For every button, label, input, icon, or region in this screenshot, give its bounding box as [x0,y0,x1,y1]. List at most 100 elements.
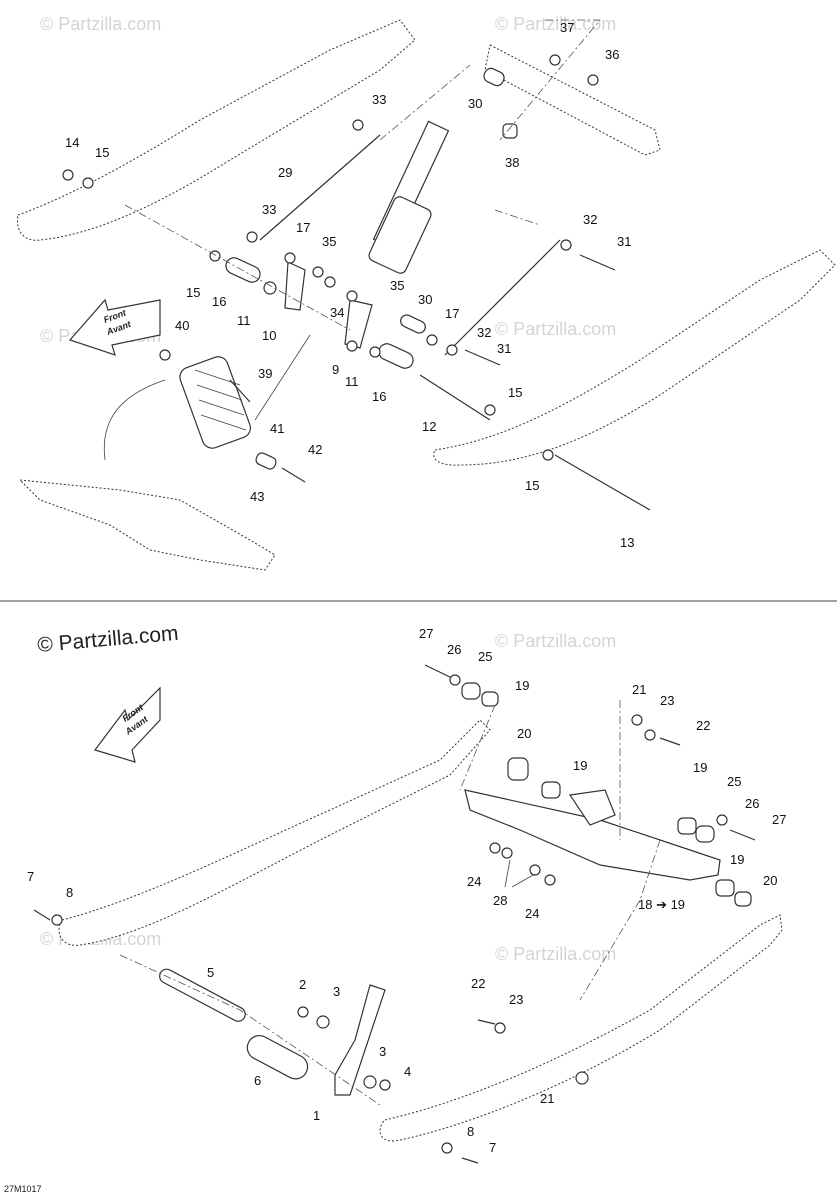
shaft-12 [419,374,491,421]
callout: 21 [632,682,646,697]
bolt-39 [229,379,251,403]
callout: 14 [65,135,79,150]
bottom-assembly: © Partzilla.com © Partzilla.com © Partzi… [33,622,783,1164]
callout: 27 [419,626,433,641]
callout: 18 ➔ 19 [638,897,685,912]
callout: 7 [27,869,34,884]
assembly-line-top-2 [379,64,471,141]
bracket-1 [334,984,386,1096]
fasteners-top [62,54,599,461]
bolt-27-a [424,664,453,679]
rear-shock-spring [179,356,251,449]
callout: 20 [517,726,531,741]
watermark-top-mid-right: © Partzilla.com [495,319,616,339]
callout: 31 [617,234,631,249]
callout: 22 [471,976,485,991]
bushing-19-d [715,879,735,897]
callout: 37 [560,20,574,35]
callout: 42 [308,442,322,457]
callout: 29 [278,165,292,180]
drawing-code: 27M1017 [4,1184,42,1194]
bushing-20-b [734,891,752,907]
callout: 31 [497,341,511,356]
callout: 7 [489,1140,496,1155]
center-shock [368,120,450,274]
callout: 27 [772,812,786,827]
callout: 24 [467,874,481,889]
callout: 23 [660,693,674,708]
callout: 25 [727,774,741,789]
top-assembly: © Partzilla.com © Partzilla.com © Partzi… [16,14,836,571]
callout: 30 [468,96,482,111]
rail-top-right [433,249,836,466]
callout: 6 [254,1073,261,1088]
callout: 26 [447,642,461,657]
callout: 3 [333,984,340,999]
rear-arm-bracket [568,789,616,826]
pointer-up-arrow [254,334,311,421]
bolt-22-a [659,737,681,746]
callout: 8 [66,885,73,900]
callout: 15 [95,145,109,160]
assembly-line-bottom-1 [459,704,496,791]
bolt-7-b [461,1157,479,1164]
callout: 43 [250,489,264,504]
callout: 11 [345,374,359,389]
assembly-line-bottom-3 [579,839,661,1001]
callout: 8 [467,1124,474,1139]
callout: 35 [322,234,336,249]
shaft-13 [554,454,651,511]
callout: 17 [445,306,459,321]
front-direction-arrow-bottom: Front Avant [94,686,161,763]
link-rod-29-left [259,134,381,241]
watermark-bottom-right: © Partzilla.com [495,944,616,964]
callout: 39 [258,366,272,381]
callout: 4 [404,1064,411,1079]
callout: 15 [508,385,522,400]
watermark-top-center: © Partzilla.com [495,14,616,34]
assembly-line-top-4 [499,19,601,141]
assembly-line-top-3 [494,209,541,226]
rail-top-left [16,19,416,241]
callout: 40 [175,318,189,333]
bushing-20-a [507,757,529,781]
callout: 26 [745,796,759,811]
callout: 22 [696,718,710,733]
rear-arm-bottom [464,789,721,881]
arm-10 [284,261,306,311]
bolt-22-b [477,1019,496,1025]
callout: 32 [583,212,597,227]
callout: 12 [422,419,436,434]
tube-6 [246,1035,309,1080]
assembly-line-top-1 [124,204,351,331]
callout: 16 [372,389,386,404]
callout: 11 [237,313,251,328]
spacer-41 [255,452,277,470]
callout: 16 [212,294,226,309]
bushing-19-c [677,817,697,835]
spacer-30-right [400,314,426,334]
spacer-25-b [695,825,715,843]
callout: 19 [730,852,744,867]
leader-28-b [511,873,536,888]
rear-arm-lower-left [18,479,276,571]
callout: 33 [262,202,276,217]
front-cross-shaft [484,44,661,156]
pointer-shock-arrow [103,379,166,461]
callout: 19 [515,678,529,693]
callout: 1 [313,1108,320,1123]
top-callouts: 37 36 33 30 38 14 15 29 33 17 35 32 31 1… [65,20,634,550]
callout: 15 [186,285,200,300]
callout: 9 [332,362,339,377]
callout: 36 [605,47,619,62]
callout: 28 [493,893,507,908]
link-rod-29-right [444,239,561,356]
callout: 24 [525,906,539,921]
callout: 38 [505,155,519,170]
watermark-top-left: © Partzilla.com [40,14,161,34]
watermark-brand: © Partzilla.com [36,622,179,657]
callout: 33 [372,92,386,107]
spacer-30-top [483,67,505,87]
callout: 3 [379,1044,386,1059]
